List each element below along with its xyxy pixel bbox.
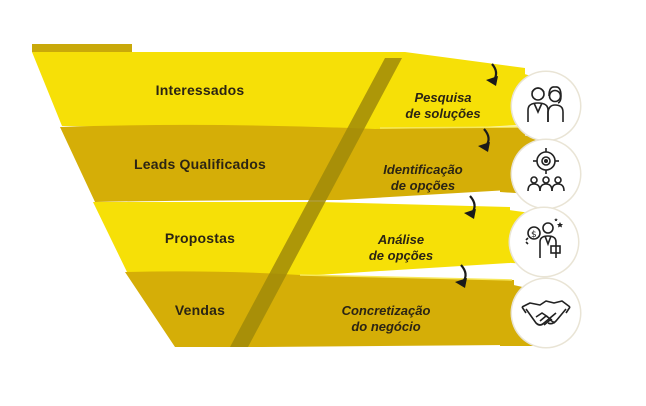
stage-label-2-line1: Identificação bbox=[383, 162, 463, 177]
stage-icon-circle-1 bbox=[512, 72, 580, 140]
handshake-icon bbox=[521, 300, 571, 326]
stage-label-1-line1: Pesquisa bbox=[414, 90, 472, 105]
stage-icon-circle-4 bbox=[512, 279, 580, 347]
stage-label-3-line1: Análise bbox=[377, 232, 425, 247]
target-group-icon bbox=[527, 148, 565, 192]
arrow-icon bbox=[478, 128, 490, 152]
arrow-icon bbox=[464, 195, 476, 219]
svg-text:$: $ bbox=[531, 230, 537, 240]
funnel-tier-4 bbox=[125, 271, 514, 347]
funnel-label-tier-2: Leads Qualificados bbox=[134, 156, 266, 172]
funnel-top-edge bbox=[32, 44, 132, 52]
funnel-label-tier-1: Interessados bbox=[155, 82, 245, 98]
stage-icon-circle-2 bbox=[512, 140, 580, 208]
stage-label-1-line2: de soluções bbox=[405, 106, 481, 121]
stage-label-1: Pesquisa de soluções bbox=[388, 90, 498, 122]
funnel-diagonal-band bbox=[230, 58, 402, 347]
funnel-label-tier-4: Vendas bbox=[174, 302, 226, 318]
funnel-tier-1 bbox=[32, 52, 525, 131]
stage-icon-circle-3: $ bbox=[510, 208, 578, 276]
stage-label-4-line2: do negócio bbox=[351, 319, 421, 334]
arrow-icon bbox=[455, 264, 467, 288]
arrow-icon bbox=[486, 63, 498, 86]
business-person-money-icon: $ bbox=[525, 218, 563, 258]
stage-label-4: Concretização do negócio bbox=[326, 303, 446, 335]
tier-boundary-3 bbox=[299, 274, 513, 281]
funnel-label-tier-3: Propostas bbox=[164, 230, 236, 246]
tier-boundary-1 bbox=[379, 126, 526, 129]
stage-label-2: Identificação de opções bbox=[368, 162, 478, 194]
stage-label-3: Análise de opções bbox=[346, 232, 456, 264]
funnel-tier-2 bbox=[60, 124, 525, 202]
stage-label-3-line2: de opções bbox=[368, 248, 434, 263]
stage-label-2-line2: de opções bbox=[390, 178, 456, 193]
people-icon bbox=[527, 86, 564, 122]
stage-label-4-line1: Concretização bbox=[341, 303, 431, 318]
